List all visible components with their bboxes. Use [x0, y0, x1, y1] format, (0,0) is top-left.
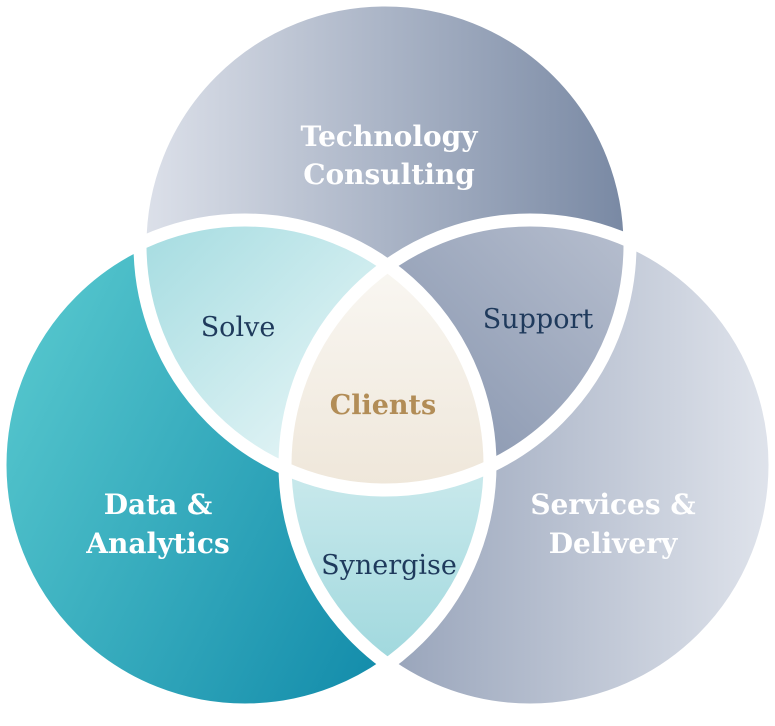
label-delivery: Delivery	[549, 527, 678, 560]
label-technology: Technology	[300, 120, 478, 153]
label-analytics: Analytics	[85, 527, 230, 560]
overlap-clients	[285, 220, 490, 490]
label-solve: Solve	[201, 312, 276, 343]
label-services: Services &	[530, 488, 695, 521]
circle-borders	[0, 0, 775, 710]
label-consulting: Consulting	[303, 158, 475, 191]
label-clients: Clients	[330, 390, 436, 421]
label-synergise: Synergise	[321, 550, 457, 581]
label-support: Support	[483, 304, 594, 335]
label-data: Data &	[104, 488, 213, 521]
